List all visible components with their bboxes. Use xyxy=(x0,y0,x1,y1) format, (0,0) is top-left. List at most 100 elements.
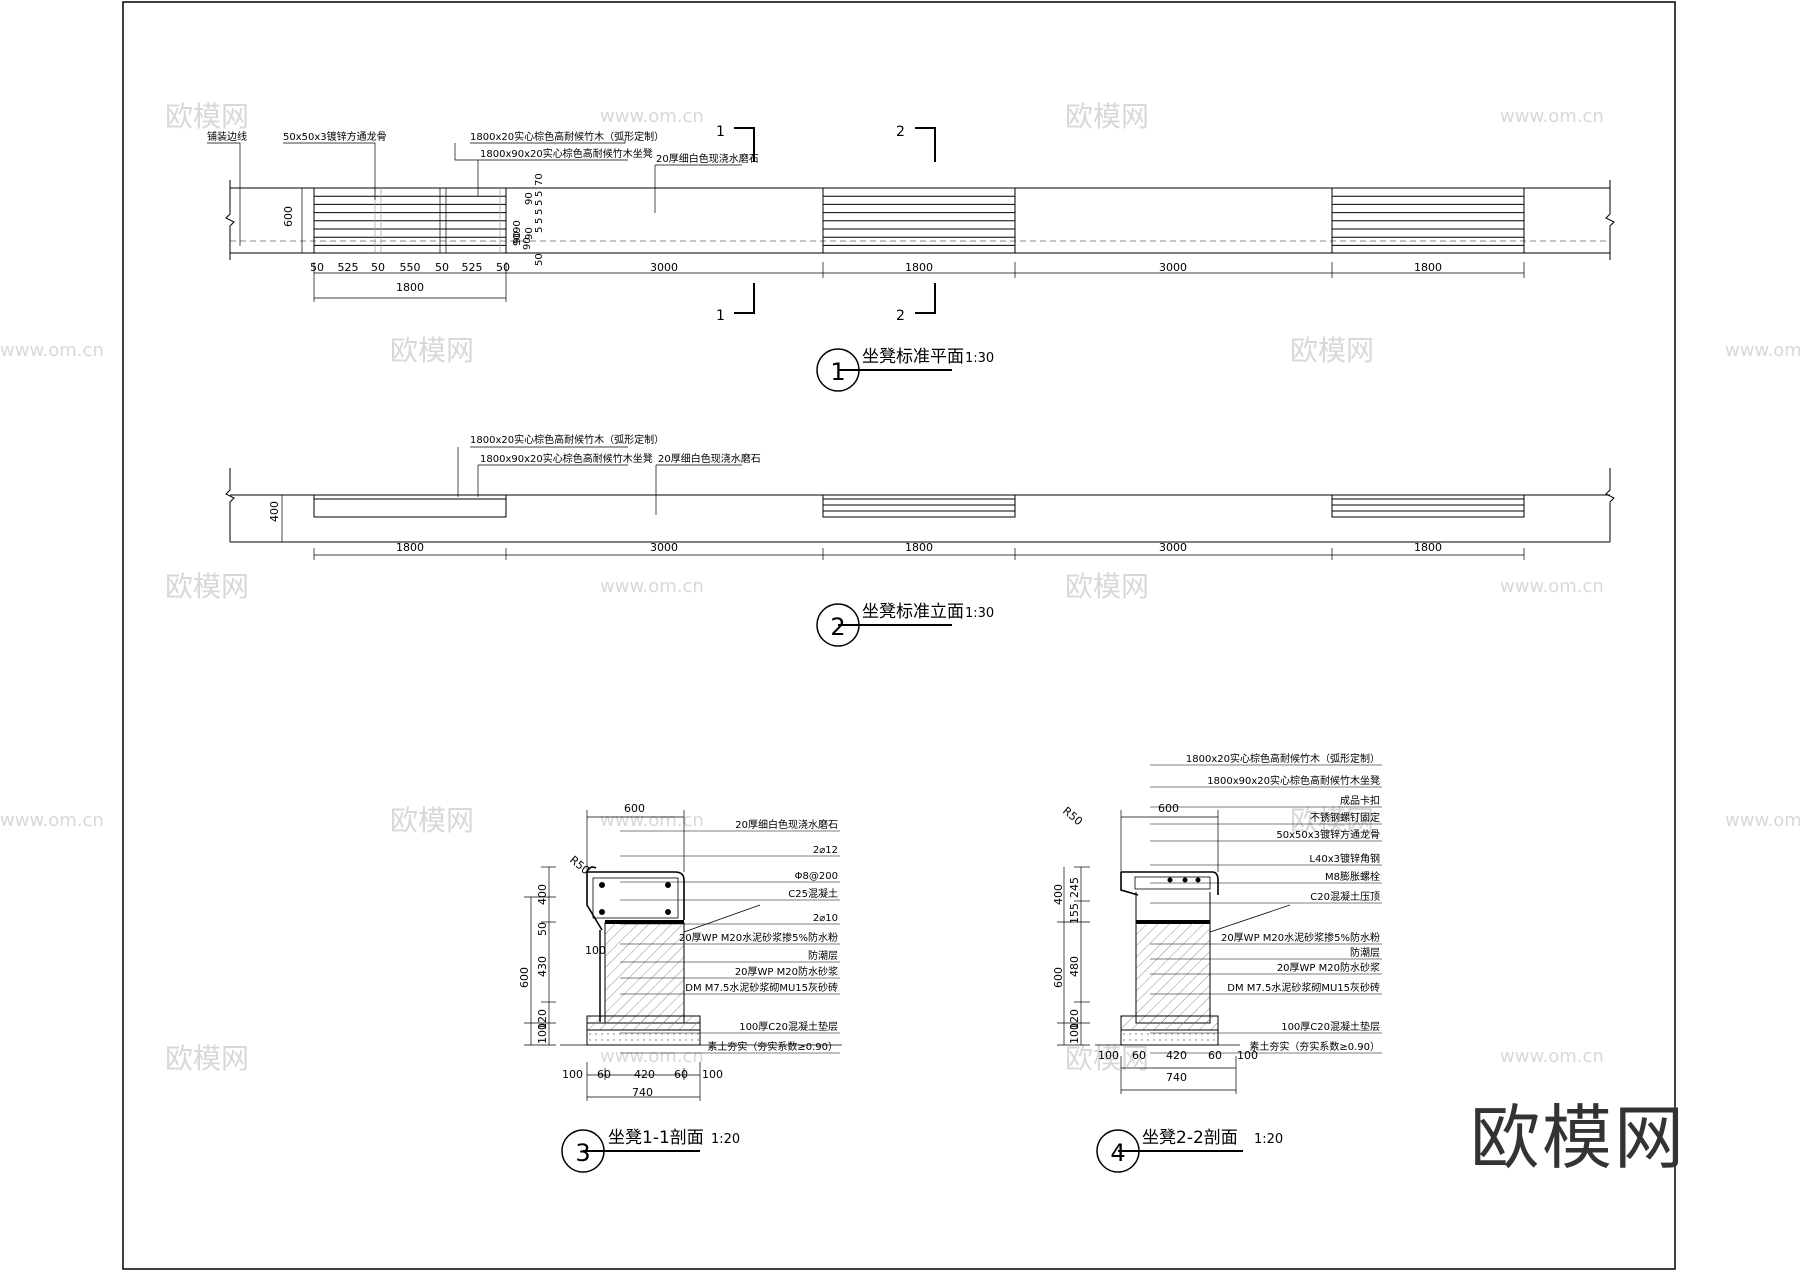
plan-detail-dims: 50 525 50 550 50 525 50 1800 3000 1800 3… xyxy=(310,261,1442,294)
section2-view xyxy=(1095,810,1291,1046)
section1-title-block: 3 坐凳1-1剖面 1:20 xyxy=(561,1128,740,1173)
dim: 100 xyxy=(1068,1023,1081,1044)
section2-number: 4 xyxy=(1110,1139,1125,1167)
plan-slats xyxy=(314,195,1524,246)
dim: 60 xyxy=(674,1068,688,1081)
detail-dim: 50 xyxy=(371,261,385,274)
span-dim: 1800 xyxy=(1414,541,1442,554)
section1-callout-lines xyxy=(620,830,840,1054)
watermark-url: www.om.cn xyxy=(600,576,704,597)
radius: R50 xyxy=(567,853,592,877)
callout-label: 1800x90x20实心棕色高耐候竹木坐凳 xyxy=(1207,774,1380,787)
dim: 60 xyxy=(597,1068,611,1081)
plan-title: 坐凳标准平面 xyxy=(862,347,964,367)
slat-dim: 5 xyxy=(534,191,545,197)
watermark-logo: 欧模网 xyxy=(165,100,249,133)
label-wood-seat: 1800x90x20实心棕色高耐候竹木坐凳 xyxy=(480,452,653,465)
watermark-logo: 欧模网 xyxy=(1290,804,1374,837)
slat-dim: 90 xyxy=(512,231,523,244)
callout-label: 100厚C20混凝土垫层 xyxy=(739,1020,838,1033)
dim: 400 xyxy=(1052,884,1065,905)
span-dim: 1800 xyxy=(905,261,933,274)
watermark-logo: 欧模网 xyxy=(1065,570,1149,603)
elevation-callouts: 1800x20实心棕色高耐候竹木（弧形定制） 1800x90x20实心棕色高耐候… xyxy=(470,433,761,465)
plan-slat-dims: 70 90 5 90 5 90 5 90 5 90 5 90 50 xyxy=(512,173,545,266)
dim: 420 xyxy=(634,1068,655,1081)
callout-label: 100厚C20混凝土垫层 xyxy=(1281,1020,1380,1033)
label-frame: 50x50x3镀锌方通龙骨 xyxy=(283,130,387,143)
slat-dim: 90 xyxy=(512,233,523,246)
detail-dim: 525 xyxy=(338,261,359,274)
dim: 60 xyxy=(1132,1049,1146,1062)
sheet-border xyxy=(122,1,1676,1270)
label-terrazzo: 20厚细白色现浇水磨石 xyxy=(656,152,759,165)
callout-label: C25混凝土 xyxy=(788,887,838,900)
watermark-logo: 欧模网 xyxy=(390,334,474,367)
slat-dim: 90 xyxy=(524,227,535,240)
span-dim: 1800 xyxy=(1414,261,1442,274)
span-dim: 1800 xyxy=(396,541,424,554)
watermark-url: www.om.cn xyxy=(600,810,704,831)
slat-dim: 5 xyxy=(534,218,545,224)
elevation-title-block: 2 坐凳标准立面 1:30 xyxy=(816,602,994,647)
detail-dim: 50 xyxy=(496,261,510,274)
label-wood-top: 1800x20实心棕色高耐候竹木（弧形定制） xyxy=(470,433,664,446)
callout-label: 素土夯实（夯实系数≥0.90） xyxy=(1249,1040,1380,1053)
detail-dim: 525 xyxy=(462,261,483,274)
plan-dim-lines xyxy=(313,262,1525,302)
callout-label: 50x50x3镀锌方通龙骨 xyxy=(1276,828,1380,841)
callout-label: 20厚细白色现浇水磨石 xyxy=(735,818,838,831)
watermark-logo: 欧模网 xyxy=(165,1042,249,1075)
elevation-view xyxy=(225,468,1615,543)
callout-label: 20厚WP M20水泥砂浆掺5%防水粉 xyxy=(679,931,838,944)
total-dim: 1800 xyxy=(396,281,424,294)
detail-dim: 550 xyxy=(400,261,421,274)
section1-title: 坐凳1-1剖面 xyxy=(608,1128,704,1148)
callout-label: M8膨胀螺栓 xyxy=(1325,870,1380,883)
label-terrazzo: 20厚细白色现浇水磨石 xyxy=(658,452,761,465)
callout-label: 防潮层 xyxy=(808,949,838,962)
watermark-url: www.om.cn xyxy=(1725,810,1800,831)
dim: 100 xyxy=(1237,1049,1258,1062)
section-mark-2: 2 xyxy=(896,308,905,324)
section1-number: 3 xyxy=(575,1139,590,1167)
section1-bottom-dims xyxy=(586,1062,701,1101)
dim: 420 xyxy=(1166,1049,1187,1062)
watermark-logo: 欧模网 xyxy=(165,570,249,603)
dim: 100 xyxy=(585,944,606,957)
radius: R50 xyxy=(1060,804,1085,828)
watermark-url: www.om.cn xyxy=(600,106,704,127)
callout-label: C20混凝土压顶 xyxy=(1310,890,1380,903)
watermarks: 欧模网 欧模网 欧模网 欧模网 欧模网 欧模网 欧模网 欧模网 欧模网 欧模网 xyxy=(165,100,1374,1075)
section2-callouts: 1800x20实心棕色高耐候竹木（弧形定制） 1800x90x20实心棕色高耐候竹… xyxy=(1186,752,1380,1053)
plan-height-dim: 600 xyxy=(282,206,295,227)
label-wood-top: 1800x20实心棕色高耐候竹木（弧形定制） xyxy=(470,130,664,143)
section-marks xyxy=(734,127,936,314)
watermark-logo: 欧模网 xyxy=(1065,100,1149,133)
dim: 100 xyxy=(702,1068,723,1081)
top-dim: 600 xyxy=(624,802,645,815)
detail-dim: 50 xyxy=(310,261,324,274)
watermark-url: www.om.cn xyxy=(1500,106,1604,127)
elevation-title: 坐凳标准立面 xyxy=(862,602,964,622)
callout-label: Φ8@200 xyxy=(795,871,838,882)
slat-dim: 50 xyxy=(534,253,545,266)
section2-scale: 1:20 xyxy=(1254,1132,1283,1147)
elevation-number: 2 xyxy=(830,613,845,641)
callout-label: 1800x20实心棕色高耐候竹木（弧形定制） xyxy=(1186,752,1380,765)
section-mark-2: 2 xyxy=(896,124,905,140)
dim: 120 xyxy=(1068,1009,1081,1030)
dim: 600 xyxy=(518,967,531,988)
elevation-span-dims: 1800 3000 1800 3000 1800 xyxy=(396,541,1442,554)
span-dim: 1800 xyxy=(905,541,933,554)
watermark-url: www.om.cn xyxy=(1500,1046,1604,1067)
brand-watermark: 欧模网 xyxy=(1470,1097,1686,1179)
watermark-url: www.om.cn xyxy=(1500,576,1604,597)
section-mark-1: 1 xyxy=(716,124,725,140)
watermark-url: www.om.cn xyxy=(0,340,104,361)
dim: 120 xyxy=(536,1009,549,1030)
dim: 50 xyxy=(536,922,549,936)
callout-label: 20厚WP M20防水砂浆 xyxy=(1277,961,1380,974)
plan-callouts: 铺装边线 50x50x3镀锌方通龙骨 1800x20实心棕色高耐候竹木（弧形定制… xyxy=(207,130,759,165)
